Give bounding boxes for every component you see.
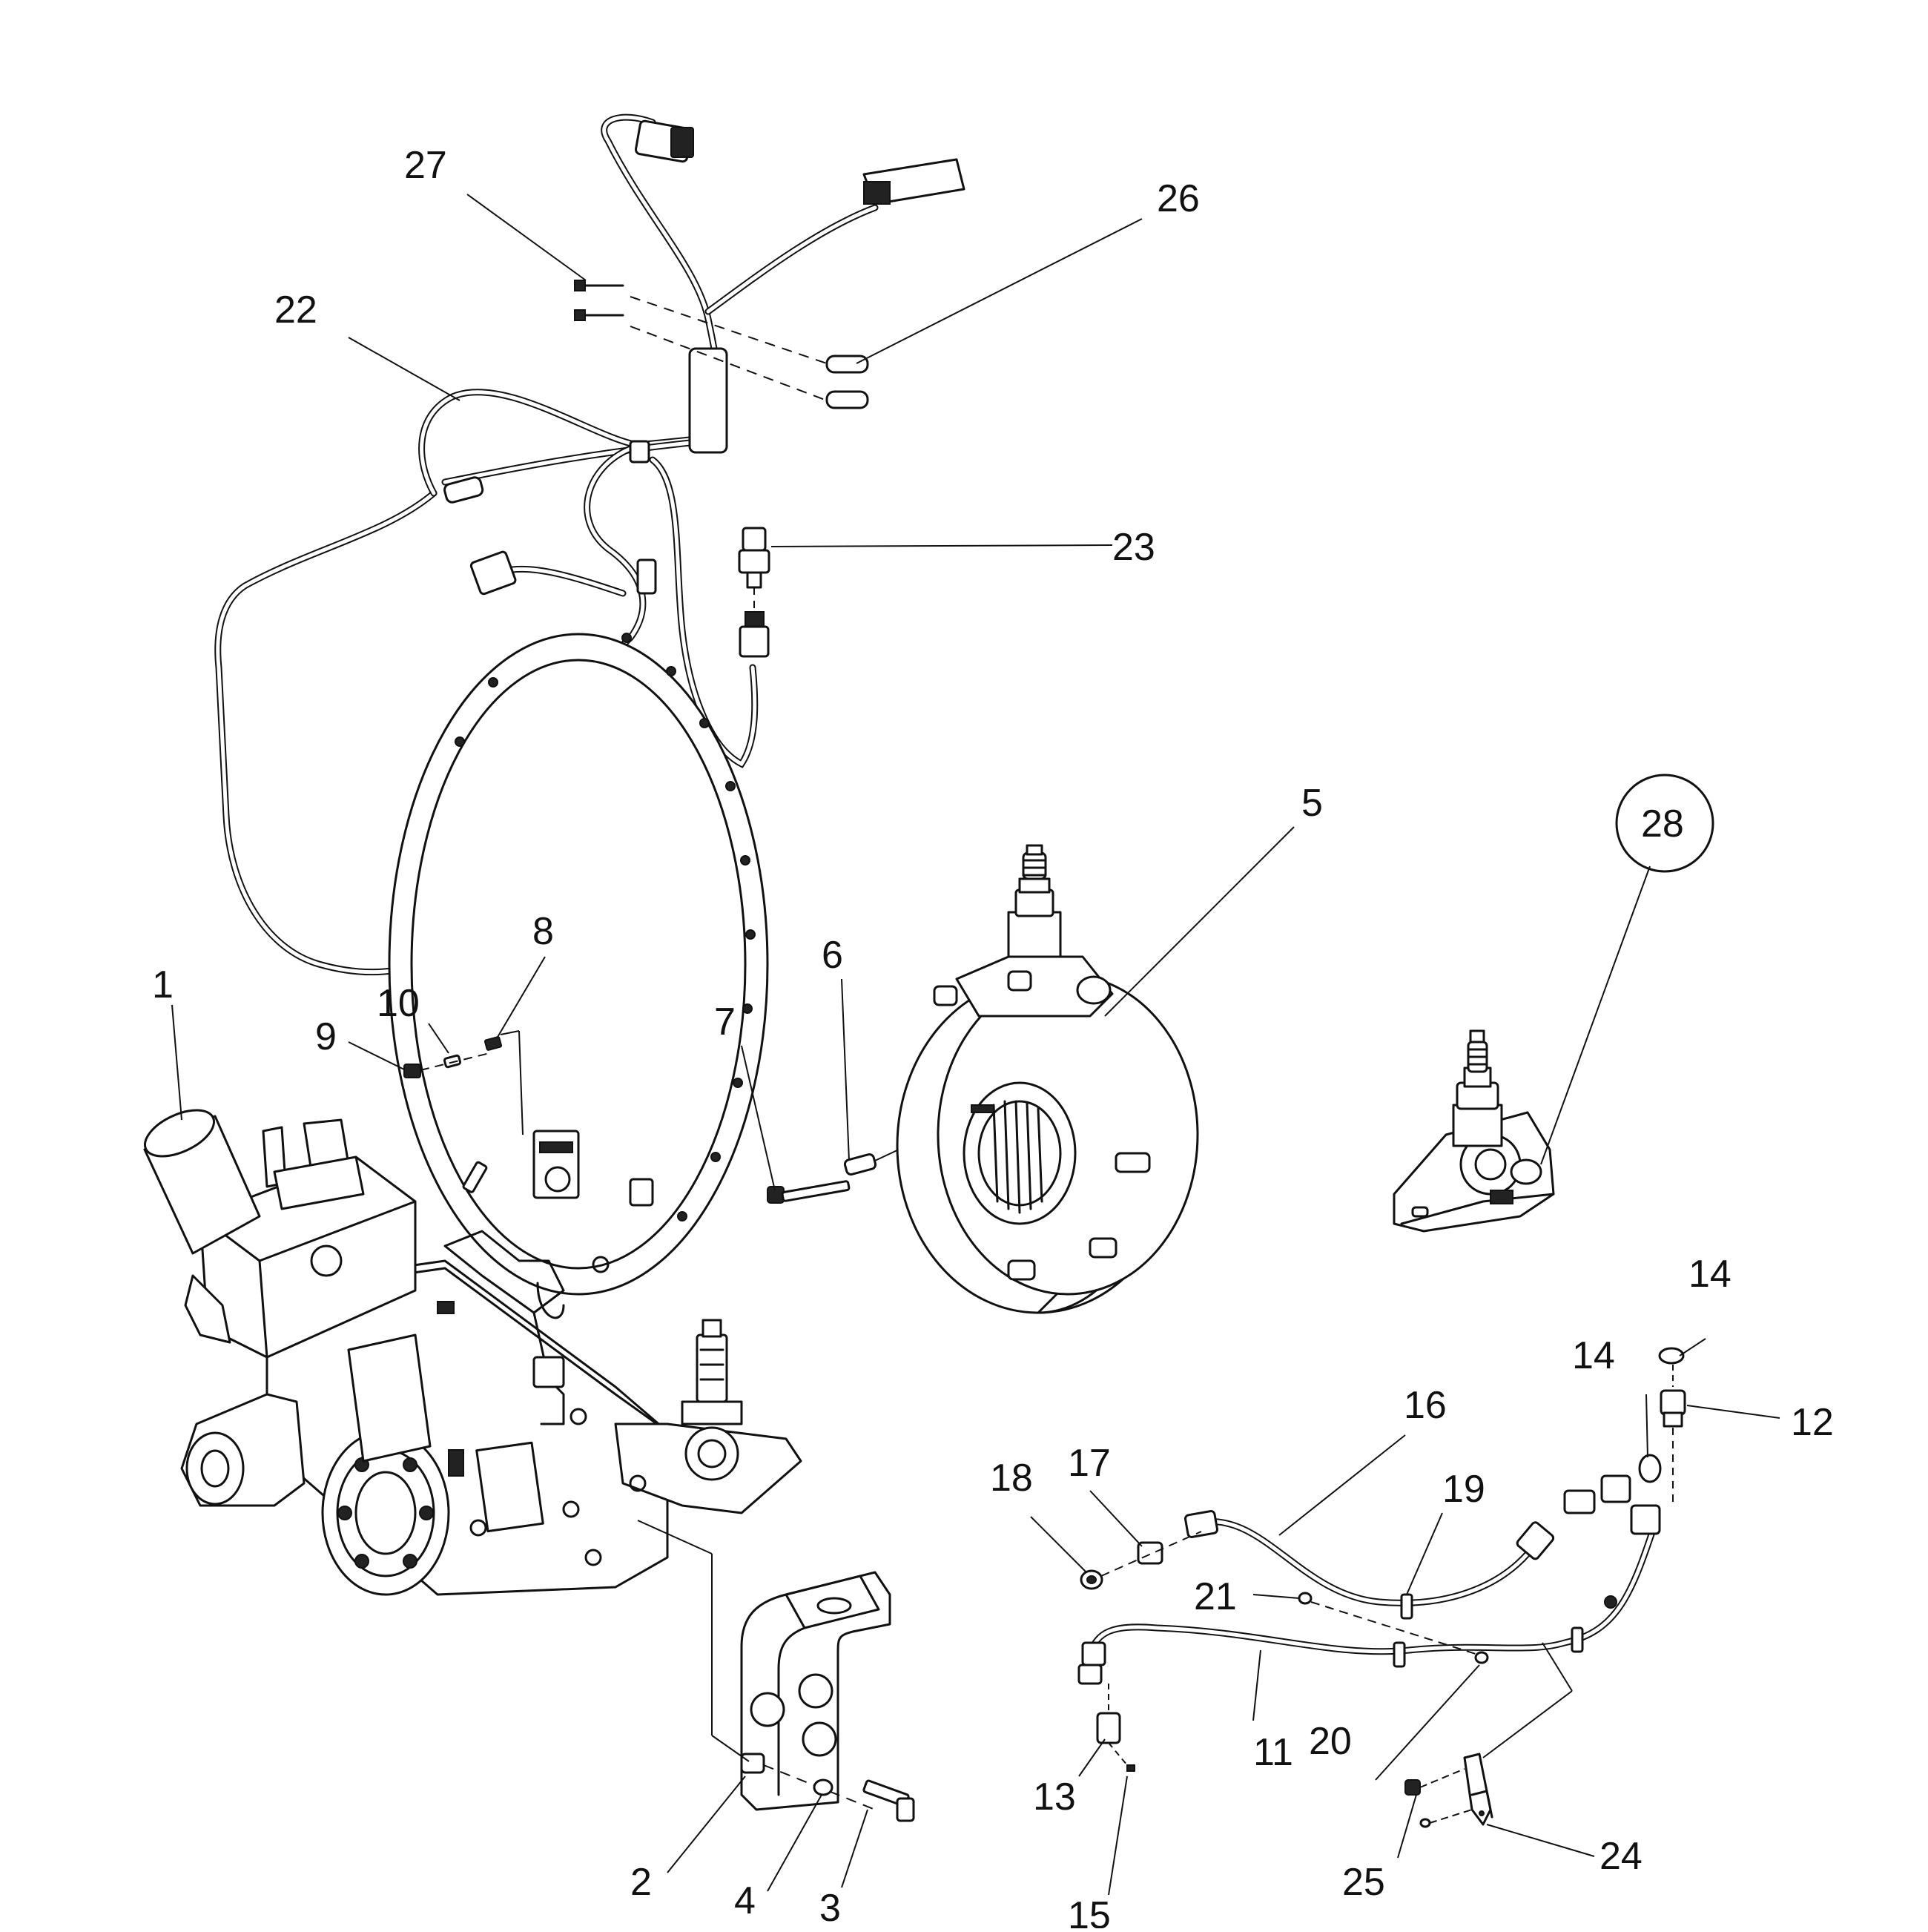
callout-3: 3 <box>819 1887 841 1928</box>
fitting-13-pin-15 <box>1096 1684 1135 1772</box>
callout-2: 2 <box>630 1861 652 1904</box>
callout-5: 5 <box>1301 782 1323 825</box>
spacer-pair-26 <box>630 296 869 409</box>
callout-13: 13 <box>1033 1776 1076 1819</box>
fitting-17-seal-18 <box>1080 1531 1202 1590</box>
callout-8: 8 <box>532 910 554 953</box>
callout-10: 10 <box>377 982 420 1025</box>
callout-26: 26 <box>1157 177 1200 220</box>
mounting-bracket-2 <box>637 1520 891 1811</box>
callout-15: 15 <box>1068 1894 1111 1928</box>
callout-17: 17 <box>1068 1442 1111 1485</box>
transmission-housing-1 <box>143 633 802 1596</box>
callout-14b: 14 <box>1572 1334 1615 1377</box>
bolt-pair-27 <box>574 280 624 321</box>
callout-27: 27 <box>404 144 447 187</box>
callout-1: 1 <box>152 963 174 1006</box>
callout-21: 21 <box>1194 1575 1237 1618</box>
callout-19: 19 <box>1442 1468 1485 1511</box>
fitting-12-seals-14 <box>1563 1347 1686 1514</box>
callout-25: 25 <box>1342 1861 1385 1904</box>
callout-labels: 1 2 3 4 5 6 7 8 9 10 11 12 13 14 14 15 1… <box>152 144 1834 1932</box>
bolt-9-and-shims-10-8 <box>403 1030 524 1135</box>
flange-bolts <box>455 633 756 1221</box>
callout-leaders <box>171 194 1780 1896</box>
callout-12: 12 <box>1791 1401 1834 1444</box>
callout-20: 20 <box>1309 1720 1352 1763</box>
clip-24-nut-25 <box>1404 1642 1573 1828</box>
callout-28-circle <box>1615 774 1714 873</box>
speed-sensor-23 <box>738 527 770 658</box>
callout-16: 16 <box>1404 1384 1447 1427</box>
callout-7: 7 <box>714 1000 736 1044</box>
callout-24: 24 <box>1599 1835 1643 1878</box>
damper-housing-5 <box>896 844 1199 1314</box>
washer-4-bolt-3 <box>763 1764 915 1822</box>
callout-18: 18 <box>990 1457 1033 1500</box>
hoses-11-16 <box>1077 1504 1661 1685</box>
callout-9: 9 <box>315 1015 337 1058</box>
callout-22: 22 <box>274 289 317 332</box>
callout-6: 6 <box>822 934 843 977</box>
callout-4: 4 <box>734 1879 756 1922</box>
engine-mount-28 <box>1393 1029 1555 1233</box>
callout-11: 11 <box>1253 1731 1293 1774</box>
callout-23: 23 <box>1112 526 1155 569</box>
callout-28: 28 <box>1641 802 1684 845</box>
callout-14a: 14 <box>1688 1253 1731 1296</box>
